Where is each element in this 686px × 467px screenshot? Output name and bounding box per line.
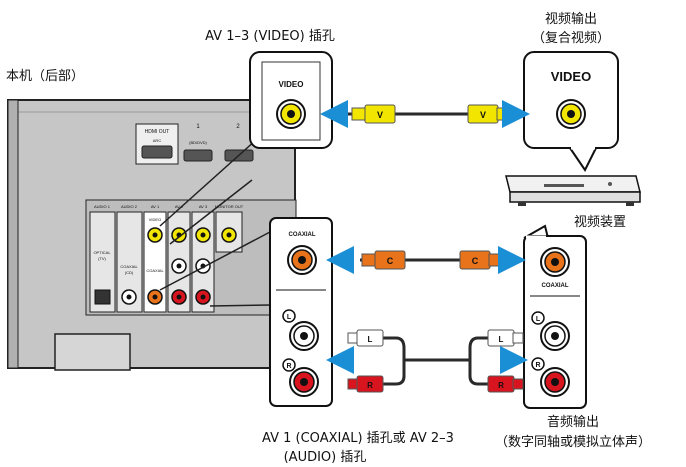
panel-av1: AV 1 (151, 204, 160, 209)
panel-hdmi-sub: (BD/DVD) (189, 140, 207, 145)
panel-monitor-out: MONITOR OUT (215, 204, 244, 209)
r-mark-right: R (535, 362, 540, 369)
video-device-label: 视频装置 (574, 215, 626, 230)
audio-output-label: 音频输出 (547, 414, 599, 430)
audio-output-sublabel: （数字同轴或模拟立体声） (495, 435, 651, 450)
video-jack-callout-left: VIDEO (249, 51, 333, 149)
unit-rear-label: 本机（后部） (6, 69, 84, 84)
panel-coaxial: COAXIAL (120, 264, 138, 269)
panel-video: VIDEO (149, 217, 161, 222)
panel-av3: AV 3 (199, 204, 208, 209)
video-cable-tag-right: V (480, 110, 486, 120)
video-jack-callout-right: VIDEO (523, 51, 619, 172)
zoom-lines (159, 139, 271, 307)
coax-audio-callout-right: COAXIAL L R (523, 224, 587, 409)
coax-cable-tag-right: C (472, 256, 479, 266)
panel-hdmi-1: 1 (196, 124, 200, 130)
panel-optical-sub: (TV) (98, 256, 106, 261)
video-label-right: VIDEO (551, 69, 591, 84)
panel-av2: AV 2 (175, 204, 184, 209)
video-cable: V V (320, 100, 530, 128)
l-mark-left: L (287, 314, 292, 321)
video-output-sublabel: （复合视频） (532, 31, 610, 46)
panel-audio1: AUDIO 1 (94, 204, 111, 209)
coax-audio-callout-left: COAXIAL L R (269, 217, 333, 407)
av13-video-jack-label: AV 1–3 (VIDEO) 插孔 (205, 29, 335, 44)
panel-hdmi-arc: ARC (153, 138, 162, 143)
panel-hdmi-2: 2 (236, 124, 240, 130)
video-device-icon (505, 175, 641, 206)
panel-optical: OPTICAL (93, 250, 111, 255)
stereo-cable: L R L R (326, 329, 528, 393)
right-plug-tag-r: R (498, 381, 504, 390)
coaxial-cable: C C (326, 246, 526, 274)
video-output-label: 视频输出 (545, 11, 597, 27)
panel-coaxial-av1: COAXIAL (146, 268, 164, 273)
coaxial-or-audio-label: AV 1 (COAXIAL) 插孔或 AV 2–3 (262, 431, 454, 446)
video-label-left: VIDEO (279, 80, 304, 89)
left-plug-tag-l: L (368, 335, 373, 344)
panel-hdmi-out: HDMI OUT (145, 129, 170, 135)
left-plug-tag-r: R (367, 381, 373, 390)
coaxial-or-audio-sublabel: (AUDIO) 插孔 (284, 450, 367, 465)
right-plug-tag-l: L (499, 335, 504, 344)
l-mark-right: L (536, 316, 541, 323)
panel-coaxial-sub: (CD) (125, 270, 134, 275)
coax-cable-tag-left: C (387, 256, 394, 266)
panel-audio2: AUDIO 2 (121, 204, 138, 209)
receiver-rear-panel: HDMI OUT ARC 1 2 (BD/DVD) AUDIO 1 OPTICA… (7, 99, 297, 371)
coaxial-label-right: COAXIAL (542, 283, 569, 289)
video-cable-tag-left: V (377, 110, 383, 120)
coaxial-label-left: COAXIAL (289, 232, 316, 238)
r-mark-left: R (286, 363, 291, 370)
